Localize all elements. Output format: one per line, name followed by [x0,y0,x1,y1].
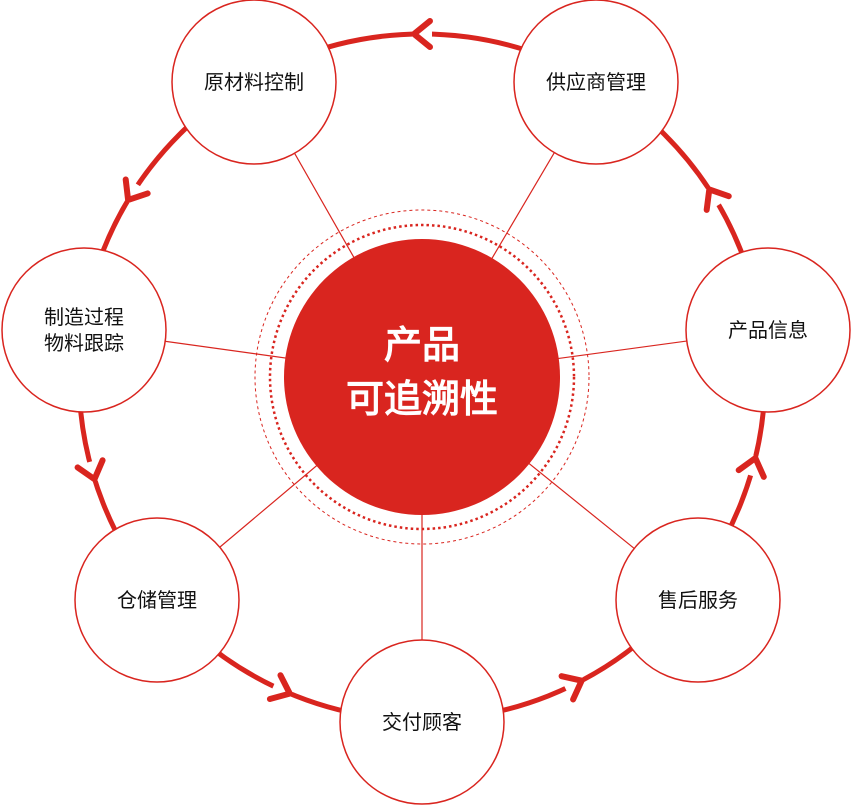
node-circle [685,247,851,413]
node-label: 售后服务 [658,588,738,612]
inner-dotted-ring [268,223,576,531]
node-label: 交付顾客 [382,710,462,734]
center-title-line1: 产品 [384,323,460,367]
node-label: 产品信息 [728,318,808,342]
flow-arrow-icon [409,18,433,50]
node-raw-material: 原材料控制 [171,0,337,165]
center-circle [284,239,560,515]
node-circle [74,517,240,683]
center-title-line2: 可追溯性 [346,377,498,421]
node-after-sales: 售后服务 [615,517,781,683]
flow-arrow-icon [558,673,586,703]
node-label: 仓储管理 [117,588,197,612]
node-label: 供应商管理 [546,70,646,94]
node-label: 物料跟踪 [44,331,124,355]
outer-dashed-ring [254,209,590,545]
cycle-arrows [74,18,767,703]
node-circle [171,0,337,165]
flow-arrow-icon [703,185,732,213]
node-circle [339,639,505,805]
node-product-info: 产品信息 [685,247,851,413]
node-warehouse: 仓储管理 [74,517,240,683]
node-label: 制造过程 [44,305,124,329]
center-rings [254,209,590,545]
flow-arrow-icon [122,176,151,204]
node-circle [1,247,167,413]
node-label: 原材料控制 [204,70,304,94]
flow-arrow-icon [266,672,295,702]
flow-arrow-icon [74,457,106,484]
node-supplier: 供应商管理 [513,0,679,165]
center-hub: 产品 可追溯性 [284,239,560,515]
node-delivery: 交付顾客 [339,639,505,805]
flow-arrow-icon [735,453,767,480]
node-circle [513,0,679,165]
node-circle [615,517,781,683]
